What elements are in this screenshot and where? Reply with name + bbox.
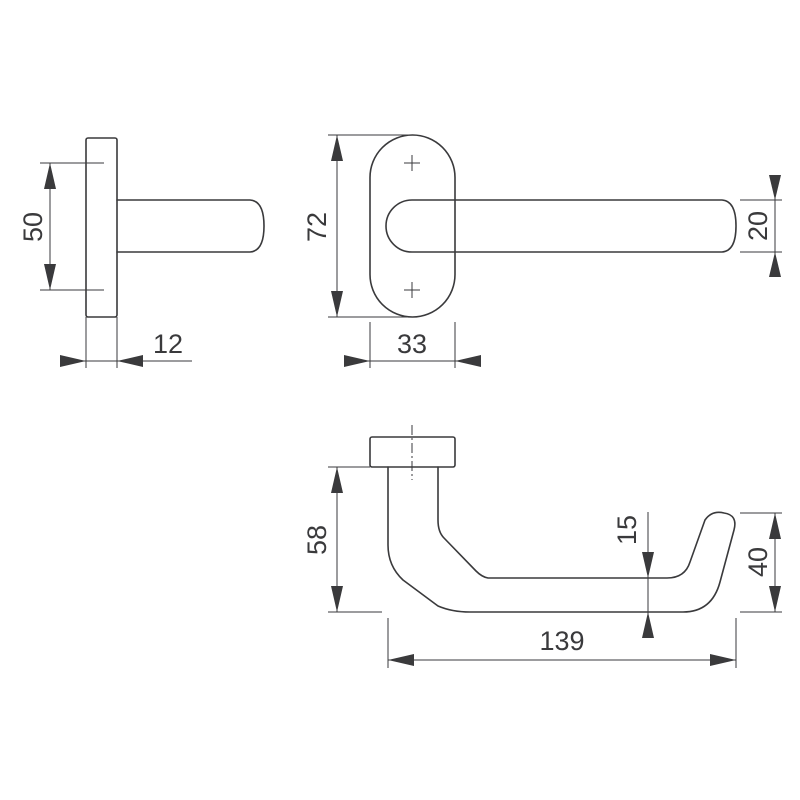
dim-label-front-width: 33 [397, 329, 427, 359]
dim-front-height: 72 [302, 134, 412, 318]
dim-side-height: 50 [18, 162, 86, 291]
top-view: 58 139 15 40 [302, 425, 782, 668]
front-view: 72 33 20 [302, 134, 782, 368]
dim-label-front-height: 72 [302, 212, 332, 242]
side-rose [85, 137, 118, 318]
dim-label-side-height: 50 [18, 212, 48, 242]
dim-label-top-end: 40 [743, 547, 773, 577]
dim-label-side-depth: 12 [153, 329, 183, 359]
front-rose [369, 134, 456, 318]
dim-side-depth: 12 [60, 317, 192, 368]
dim-label-top-grip: 15 [612, 515, 642, 545]
dim-front-width: 33 [344, 322, 481, 368]
dim-lever-diameter: 20 [740, 175, 782, 277]
dim-label-top-length: 139 [539, 626, 584, 656]
dim-label-lever-diameter: 20 [743, 211, 773, 241]
side-view: 50 12 [18, 137, 265, 368]
side-lever [116, 199, 265, 253]
dim-top-length: 139 [387, 618, 737, 668]
dim-top-height: 58 [302, 466, 382, 613]
screw-bottom [404, 282, 420, 298]
dim-top-grip: 15 [612, 512, 654, 638]
top-lever [387, 466, 736, 613]
screw-top [404, 155, 420, 171]
dim-label-top-height: 58 [302, 525, 332, 555]
dim-top-end: 40 [740, 512, 782, 613]
front-lever [385, 199, 737, 253]
